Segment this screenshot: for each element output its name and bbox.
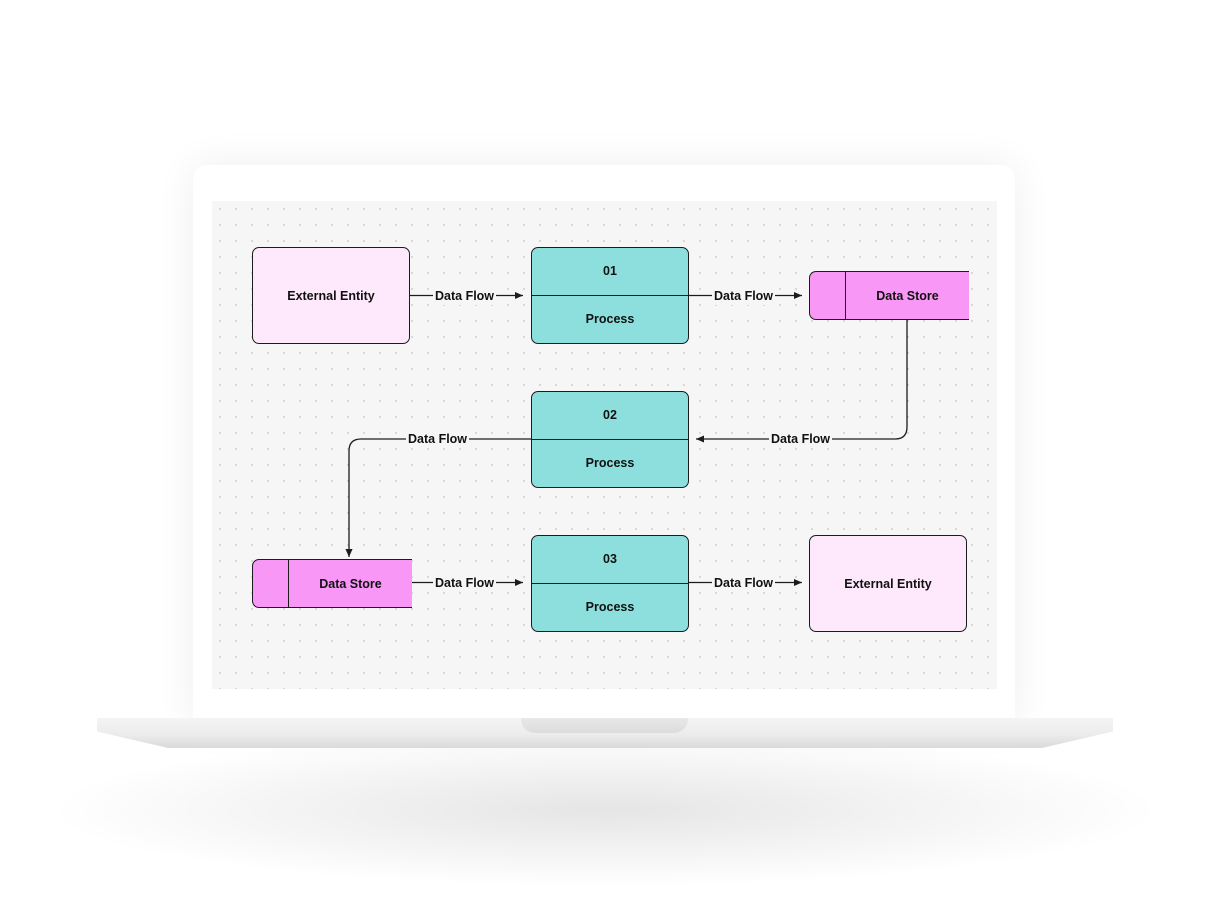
external-entity-node[interactable]: External Entity: [809, 535, 967, 632]
process-label: Process: [585, 600, 635, 614]
data-store-label: Data Store: [876, 288, 939, 303]
data-store-divider: [845, 272, 846, 319]
connector-layer: [345, 291, 908, 587]
process-divider: [532, 439, 688, 440]
data-flow-label: Data Flow: [406, 430, 470, 448]
laptop-notch: [521, 718, 688, 733]
process-id: 01: [603, 264, 617, 278]
process-id: 03: [603, 552, 617, 566]
process-divider: [532, 295, 688, 296]
data-store-label: Data Store: [319, 576, 382, 591]
process-node-02[interactable]: 02 Process: [531, 391, 689, 488]
data-flow-label: Data Flow: [712, 287, 776, 305]
data-flow-label: Data Flow: [433, 287, 497, 305]
process-node-03[interactable]: 03 Process: [531, 535, 689, 632]
data-store-node[interactable]: Data Store: [809, 271, 969, 320]
laptop-shadow: [60, 735, 1150, 885]
connector-process2-store2: [345, 438, 531, 557]
process-id: 02: [603, 408, 617, 422]
process-node-01[interactable]: 01 Process: [531, 247, 689, 344]
data-store-divider: [288, 560, 289, 607]
data-flow-label: Data Flow: [433, 574, 497, 592]
process-divider: [532, 583, 688, 584]
external-entity-label: External Entity: [844, 576, 932, 591]
external-entity-node[interactable]: External Entity: [252, 247, 410, 344]
connector-store1-process2: [696, 319, 908, 443]
data-flow-label: Data Flow: [769, 430, 833, 448]
external-entity-label: External Entity: [287, 288, 375, 303]
process-label: Process: [585, 456, 635, 470]
process-label: Process: [585, 312, 635, 326]
data-flow-label: Data Flow: [712, 574, 776, 592]
diagram-canvas: External Entity 01 Process Data Store 02…: [212, 201, 997, 689]
data-store-node[interactable]: Data Store: [252, 559, 412, 608]
